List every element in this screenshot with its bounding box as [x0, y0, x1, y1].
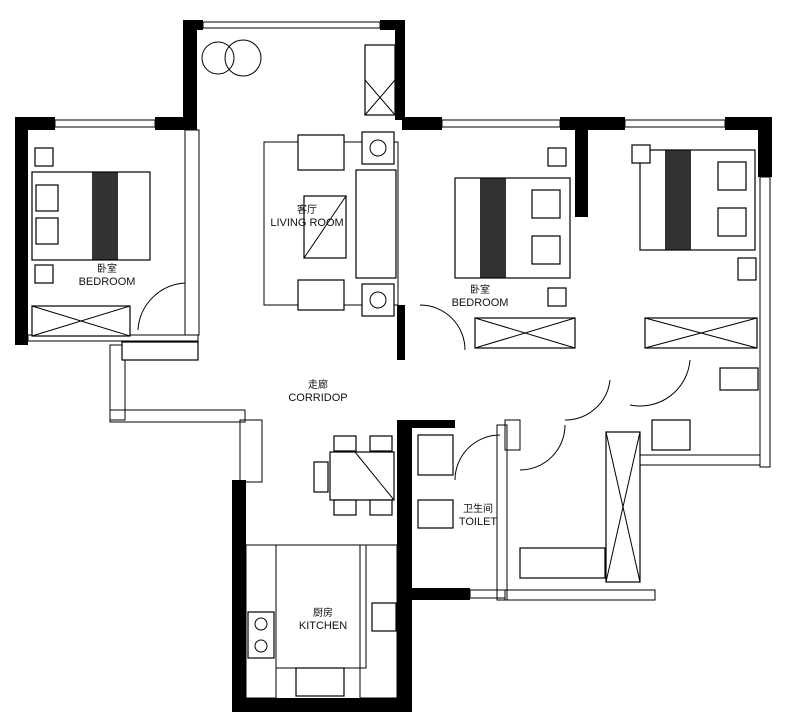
label-kitchen: 厨房 KITCHEN	[278, 608, 368, 632]
bedroom-left-cn: 卧室	[97, 264, 117, 275]
label-bedroom-middle: 卧室 BEDROOM	[435, 285, 525, 309]
toilet-cn: 卫生间	[463, 504, 493, 515]
kitchen-en: KITCHEN	[298, 619, 348, 632]
label-living-room: 客厅 LIVING ROOM	[252, 205, 362, 229]
bedroom-left-en: BEDROOM	[78, 275, 136, 288]
kitchen-cn: 厨房	[313, 608, 333, 619]
living-room-en: LIVING ROOM	[270, 216, 344, 229]
label-bedroom-left: 卧室 BEDROOM	[62, 264, 152, 288]
walls	[15, 20, 772, 712]
bedroom-middle-cn: 卧室	[470, 285, 490, 296]
corridor-cn: 走廊	[308, 380, 328, 391]
label-toilet: 卫生间 TOILET	[450, 504, 506, 528]
bedroom-middle-en: BEDROOM	[451, 296, 509, 309]
toilet-en: TOILET	[458, 515, 498, 528]
living-room-cn: 客厅	[297, 205, 317, 216]
label-corridor: 走廊 CORRIDOP	[273, 380, 363, 404]
corridor-en: CORRIDOP	[288, 391, 348, 404]
furniture	[31, 39, 759, 699]
